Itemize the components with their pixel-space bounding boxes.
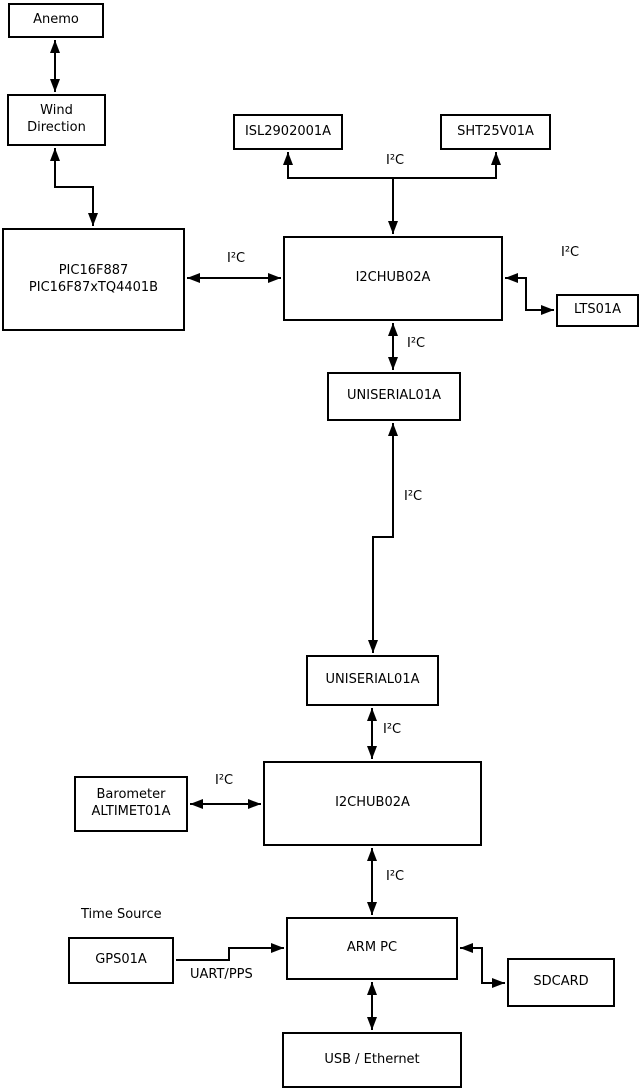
node-i2c-hub-lower-label: I2CHUB02A — [335, 795, 410, 811]
node-uniserial-upper-label: UNISERIAL01A — [347, 388, 441, 404]
node-gps-label: GPS01A — [95, 952, 147, 968]
node-pic-mcu: PIC16F887 PIC16F87xTQ4401B — [2, 228, 185, 331]
connector-uniserial-upper-lower — [368, 423, 398, 653]
edge-label-i2c-uniserial-link: I²C — [404, 489, 423, 504]
node-usb-ethernet: USB / Ethernet — [282, 1032, 462, 1088]
node-lts-sensor: LTS01A — [556, 294, 639, 327]
edge-label-i2c-hub-upper: I²C — [407, 336, 426, 351]
node-pic-mcu-label: PIC16F887 PIC16F87xTQ4401B — [28, 262, 159, 295]
node-sdcard: SDCARD — [507, 958, 615, 1007]
node-i2c-hub-lower: I2CHUB02A — [263, 761, 482, 846]
connector-gps-armpc — [176, 943, 284, 961]
node-arm-pc: ARM PC — [286, 917, 458, 980]
node-sht-sensor: SHT25V01A — [440, 114, 551, 150]
connector-armpc-sdcard — [460, 943, 505, 988]
node-uniserial-lower: UNISERIAL01A — [306, 655, 439, 706]
node-gps: GPS01A — [68, 937, 174, 984]
connector-hub-upper-lts — [505, 273, 554, 315]
node-usb-ethernet-label: USB / Ethernet — [324, 1051, 420, 1067]
node-i2c-hub-upper: I2CHUB02A — [283, 236, 503, 321]
node-barometer: Barometer ALTIMET01A — [74, 776, 188, 832]
node-anemo-label: Anemo — [33, 12, 79, 28]
node-arm-pc-label: ARM PC — [346, 940, 398, 956]
edge-label-i2c-sensor-bus: I²C — [386, 153, 405, 168]
node-i2c-hub-upper-label: I2CHUB02A — [355, 270, 431, 286]
edge-label-uart-pps: UART/PPS — [190, 967, 253, 982]
node-sdcard-label: SDCARD — [533, 974, 589, 990]
edge-label-i2c-pic: I²C — [227, 251, 246, 266]
edge-label-time-source: Time Source — [81, 907, 162, 922]
edge-label-i2c-hub-lower: I²C — [386, 869, 405, 884]
node-wind-direction: Wind Direction — [7, 94, 106, 146]
node-isl-sensor: ISL2902001A — [233, 114, 343, 150]
node-wind-direction-label: Wind Direction — [27, 103, 86, 135]
node-anemo: Anemo — [8, 3, 104, 38]
node-barometer-label: Barometer ALTIMET01A — [91, 787, 171, 819]
edge-label-i2c-lts: I²C — [561, 245, 580, 260]
connector-wind-pic — [50, 148, 98, 226]
node-uniserial-upper: UNISERIAL01A — [327, 372, 461, 421]
node-uniserial-lower-label: UNISERIAL01A — [325, 672, 420, 688]
node-isl-sensor-label: ISL2902001A — [244, 123, 332, 139]
edge-label-i2c-barometer: I²C — [215, 773, 234, 788]
edge-label-i2c-uniserial-lower: I²C — [383, 722, 402, 737]
node-sht-sensor-label: SHT25V01A — [457, 123, 534, 139]
node-lts-sensor-label: LTS01A — [573, 302, 622, 318]
